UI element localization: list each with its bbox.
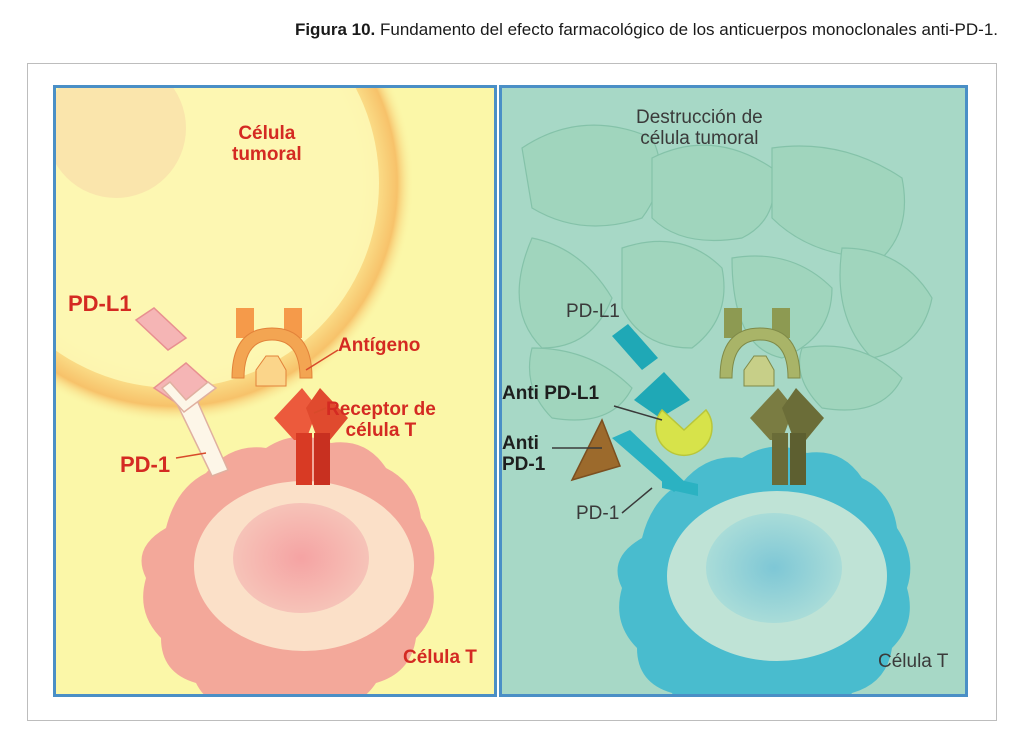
pd-1-label: PD-1 (120, 452, 171, 477)
pd-1-leader (175, 452, 207, 459)
t-cell-receptor-label-line2: célula T (345, 419, 417, 441)
t-cell-nucleus (706, 513, 842, 623)
pd-1-receptor (160, 380, 230, 477)
t-cell-nucleus (233, 503, 369, 613)
pd-l1-ligand (612, 324, 690, 418)
pd-l1-label: PD-L1 (566, 301, 620, 322)
mhc-antigen (231, 308, 313, 387)
t-cell-label: Célula T (878, 651, 949, 672)
t-cell-receptor-label-line1: Receptor de (326, 399, 436, 420)
pd-1-receptor (612, 430, 698, 496)
anti-pd-1-label: Anti PD-1 (502, 433, 546, 476)
left-illustration (56, 88, 435, 694)
anti-pd-l1-antibody (655, 408, 713, 456)
right-panel-activated: Destrucción de célula tumoral PD-L1 Anti… (499, 85, 968, 697)
tumor-destruction-label: Destrucción de célula tumoral (636, 107, 763, 150)
pd-l1-label: PD-L1 (68, 291, 132, 316)
anti-pd-1-label-line2: PD-1 (502, 453, 546, 475)
tumor-destruction-label-line1: Destrucción de (636, 107, 763, 128)
mhc-antigen (719, 308, 801, 387)
anti-pd-1-label-line1: Anti (502, 433, 539, 454)
anti-pd-l1-leader (613, 405, 663, 421)
antigen-label: Antígeno (338, 335, 421, 356)
t-cell-receptor (750, 388, 824, 485)
figure-caption: Figura 10. Fundamento del efecto farmaco… (295, 20, 998, 40)
anti-pd-1-antibody (570, 418, 621, 482)
left-panel-blocked: Célula tumoral PD-L1 Antígeno Receptor d… (53, 85, 497, 697)
tumor-nucleus (56, 88, 186, 198)
figure-number: Figura 10. (294, 20, 376, 39)
destroyed-tumor-fragments (518, 124, 933, 421)
tumor-cell-label: Célula tumoral (232, 123, 302, 166)
antigen-leader (305, 349, 339, 371)
anti-pd-l1-label: Anti PD-L1 (502, 383, 600, 404)
right-illustration (518, 124, 933, 694)
t-cell-receptor-label: Receptor de célula T (326, 399, 436, 442)
receptor-leader (313, 407, 327, 414)
tumor-destruction-label-line2: célula tumoral (640, 127, 759, 149)
t-cell-receptor (274, 388, 348, 485)
t-cell-label: Célula T (403, 647, 477, 668)
figure-caption-text: Fundamento del efecto farmacológico de l… (375, 20, 998, 39)
pd-1-leader (621, 487, 653, 514)
pd-1-label: PD-1 (576, 503, 620, 524)
tumor-cell-label-line1: Célula (238, 123, 296, 144)
tumor-cell-label-line2: tumoral (232, 143, 302, 165)
